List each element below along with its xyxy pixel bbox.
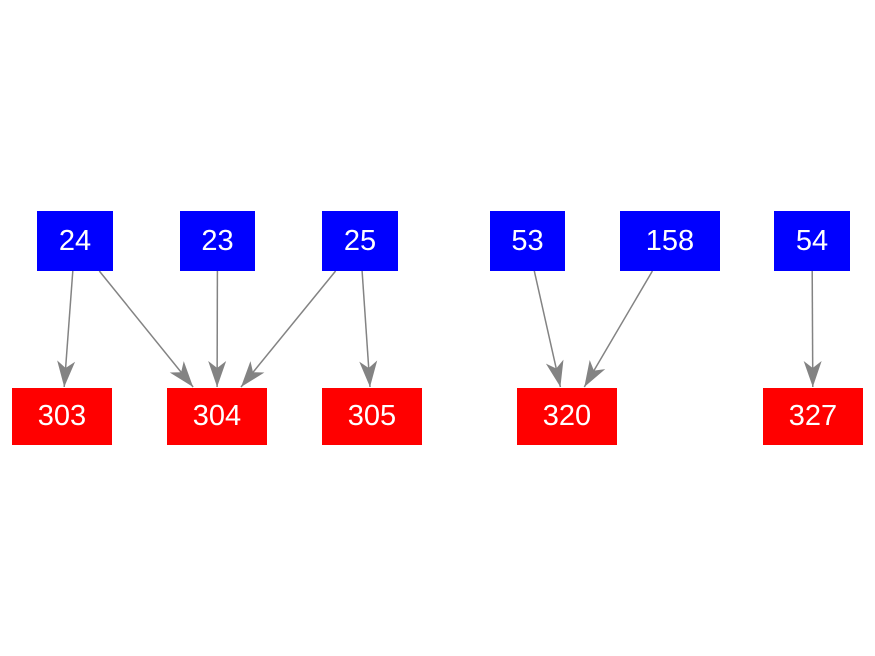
node-53: 53 [490, 211, 565, 271]
node-303-label: 303 [37, 400, 87, 432]
edge-group [57, 270, 822, 388]
node-23-label: 23 [201, 224, 234, 257]
node-24-label: 24 [58, 224, 92, 257]
node-327: 327 [763, 388, 863, 445]
node-158-label: 158 [645, 224, 695, 257]
node-304-label: 304 [192, 400, 242, 432]
node-23: 23 [180, 211, 255, 271]
node-320: 320 [517, 388, 617, 445]
node-53-label: 53 [511, 224, 544, 257]
node-327-label: 327 [788, 400, 838, 432]
edge-54-327 [803, 270, 822, 388]
node-54: 54 [774, 211, 850, 271]
node-305: 305 [322, 388, 422, 445]
edge-158-320 [583, 270, 654, 388]
node-320-label: 320 [542, 400, 592, 432]
edge-53-320 [533, 270, 564, 388]
node-25-label: 25 [343, 224, 377, 257]
node-54-label: 54 [795, 224, 829, 257]
node-304: 304 [167, 388, 267, 445]
edge-25-304 [240, 270, 337, 388]
node-24: 24 [37, 211, 113, 271]
edge-25-305 [359, 270, 378, 388]
node-303: 303 [12, 388, 112, 445]
edge-24-303 [57, 270, 76, 388]
edge-24-304 [98, 270, 194, 388]
node-25: 25 [322, 211, 398, 271]
node-158: 158 [620, 211, 720, 271]
node-305-label: 305 [347, 400, 397, 432]
